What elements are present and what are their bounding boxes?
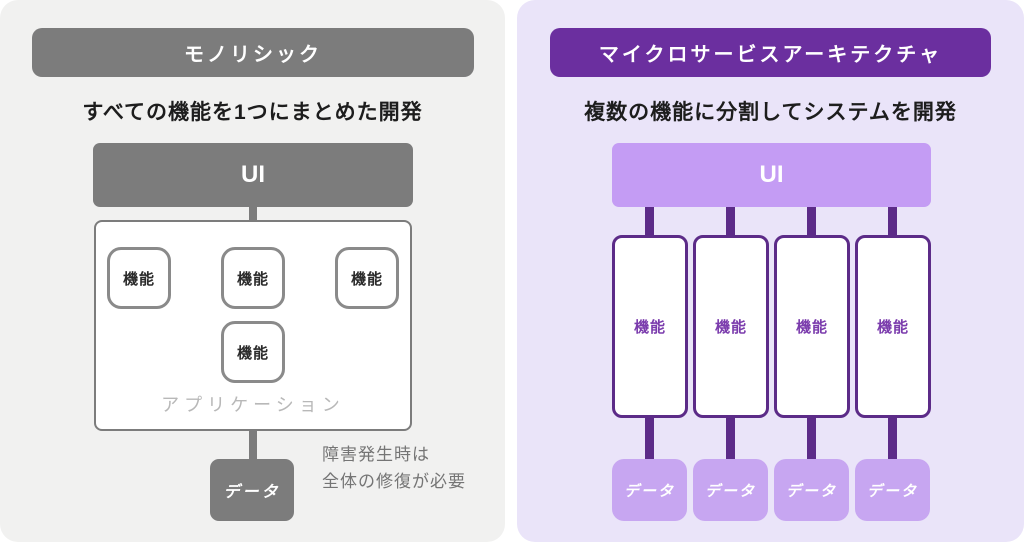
feature-service-box: 機能 xyxy=(774,235,850,418)
service-column: 機能 データ xyxy=(774,207,850,521)
connector-feature-to-data xyxy=(726,416,735,462)
service-column: 機能 データ xyxy=(612,207,688,521)
service-data-box: データ xyxy=(855,459,930,521)
failure-note-line: 障害発生時は xyxy=(322,445,430,464)
microservices-title-badge: マイクロサービスアーキテクチャ xyxy=(550,28,991,77)
connector-ui-to-feature xyxy=(645,207,654,239)
feature-grid: 機能 機能 機能 機能 xyxy=(96,247,410,383)
connector-ui-to-feature xyxy=(888,207,897,239)
microservices-panel: マイクロサービスアーキテクチャ 複数の機能に分割してシステムを開発 UI 機能 … xyxy=(517,0,1024,542)
microservices-ui-box: UI xyxy=(612,143,931,207)
connector-ui-to-app xyxy=(249,205,257,223)
service-column: 機能 データ xyxy=(855,207,931,521)
application-box: 機能 機能 機能 機能 アプリケーション xyxy=(94,220,412,431)
feature-service-box: 機能 xyxy=(855,235,931,418)
failure-note-line: 全体の修復が必要 xyxy=(322,472,466,491)
feature-box: 機能 xyxy=(107,247,171,309)
service-data-box: データ xyxy=(693,459,768,521)
monolithic-title-badge: モノリシック xyxy=(32,28,474,77)
microservices-subtitle: 複数の機能に分割してシステムを開発 xyxy=(584,101,957,124)
service-data-box: データ xyxy=(774,459,849,521)
feature-service-box: 機能 xyxy=(693,235,769,418)
application-label: アプリケーション xyxy=(161,395,345,415)
feature-box: 機能 xyxy=(221,247,285,309)
feature-box: 機能 xyxy=(335,247,399,309)
connector-ui-to-feature xyxy=(807,207,816,239)
connector-feature-to-data xyxy=(888,416,897,462)
monolithic-ui-box: UI xyxy=(93,143,413,207)
connector-feature-to-data xyxy=(807,416,816,462)
feature-service-box: 機能 xyxy=(612,235,688,418)
service-data-box: データ xyxy=(612,459,687,521)
monolithic-data-box: データ xyxy=(210,459,294,521)
failure-note: 障害発生時は 全体の修復が必要 xyxy=(322,441,466,495)
connector-feature-to-data xyxy=(645,416,654,462)
feature-box: 機能 xyxy=(221,321,285,383)
service-column: 機能 データ xyxy=(693,207,769,521)
monolithic-panel: モノリシック すべての機能を1つにまとめた開発 UI 機能 機能 機能 機能 ア… xyxy=(0,0,505,542)
connector-app-to-data xyxy=(249,429,257,461)
monolithic-subtitle: すべての機能を1つにまとめた開発 xyxy=(82,101,423,124)
connector-ui-to-feature xyxy=(726,207,735,239)
